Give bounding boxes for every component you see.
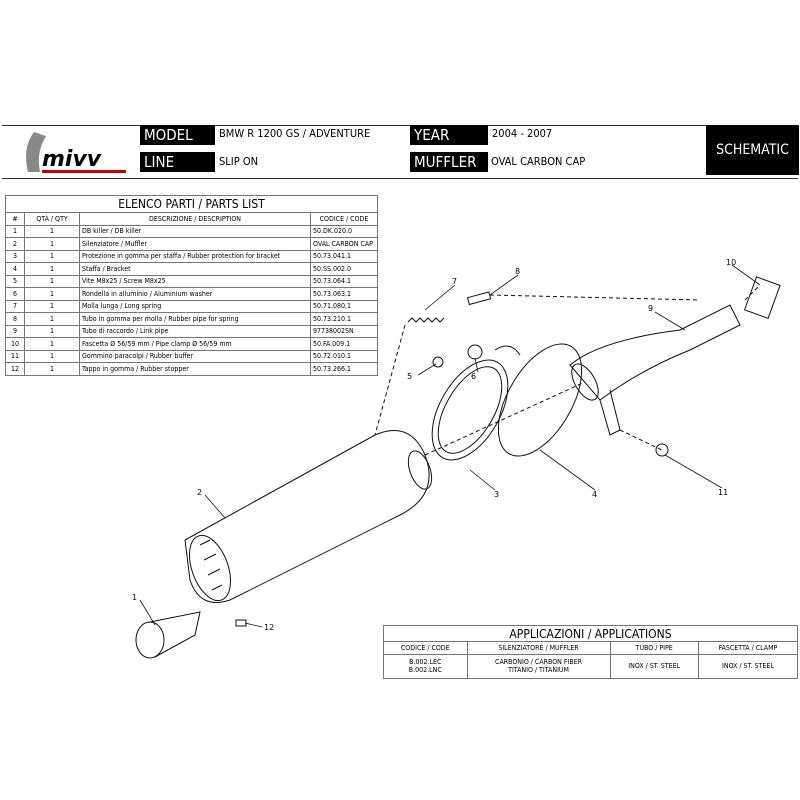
callout-12: 12 [264, 623, 274, 632]
muffler-label: MUFFLER [410, 152, 488, 172]
app-code: B.002.LNC [408, 666, 442, 674]
app-clamp: INOX / ST. STEEL [697, 653, 799, 679]
bracket-ring-shape [431, 359, 509, 461]
col-header: TUBO / PIPE [609, 641, 699, 655]
muffler-end-cap [188, 534, 232, 602]
callout-11: 11 [718, 488, 728, 497]
header-frame [2, 125, 798, 179]
db-killer-shape [135, 621, 165, 659]
part-qty: 1 [24, 362, 80, 376]
part-code: 50.73.266.1 [310, 362, 378, 376]
schematic-badge: SCHEMATIC [706, 125, 799, 175]
year-label: YEAR [410, 125, 488, 145]
spring-shape [407, 317, 445, 323]
callout-10: 10 [726, 258, 736, 267]
col-header: SILENZIATORE / MUFFLER [466, 641, 611, 655]
model-value: BMW R 1200 GS / ADVENTURE [219, 127, 371, 140]
callout-8: 8 [515, 267, 520, 276]
link-pipe-shape [569, 304, 741, 401]
svg-text:mivv: mivv [42, 147, 102, 172]
col-header: FASCETTA / CLAMP [697, 641, 799, 655]
callout-9: 9 [648, 304, 653, 313]
callout-2: 2 [197, 488, 202, 497]
callout-7: 7 [452, 277, 457, 286]
app-muffler: CARBONIO / CARBON FIBER [495, 658, 583, 666]
applications-title: APPLICAZIONI / APPLICATIONS [383, 625, 798, 642]
year-value: 2004 - 2007 [492, 127, 553, 140]
line-label: LINE [140, 152, 215, 172]
parts-list-title: ELENCO PARTI / PARTS LIST [5, 195, 378, 213]
col-header: CODICE / CODE [383, 641, 468, 655]
callout-5: 5 [407, 372, 412, 381]
callout-4: 4 [592, 490, 597, 499]
applications-table: APPLICAZIONI / APPLICATIONS CODICE / COD… [383, 625, 799, 679]
callout-6: 6 [471, 372, 476, 381]
app-muffler: TITANIO / TITANIUM [508, 666, 569, 674]
muffler-shape [184, 430, 430, 603]
callout-3: 3 [494, 490, 499, 499]
part-description: Tappo in gomma / Rubber stopper [79, 362, 311, 376]
parts-list-table: ELENCO PARTI / PARTS LIST # QTÀ / QTY DE… [5, 195, 378, 376]
app-code: B.002.LEC [409, 658, 442, 666]
mivv-logo: mivv [12, 128, 132, 178]
app-pipe: INOX / ST. STEEL [609, 653, 699, 679]
bracket-shape [497, 343, 583, 457]
line-value: SLIP ON [219, 155, 259, 168]
callout-1: 1 [132, 593, 137, 602]
model-label: MODEL [140, 125, 215, 145]
muffler-value: OVAL CARBON CAP [491, 155, 586, 168]
